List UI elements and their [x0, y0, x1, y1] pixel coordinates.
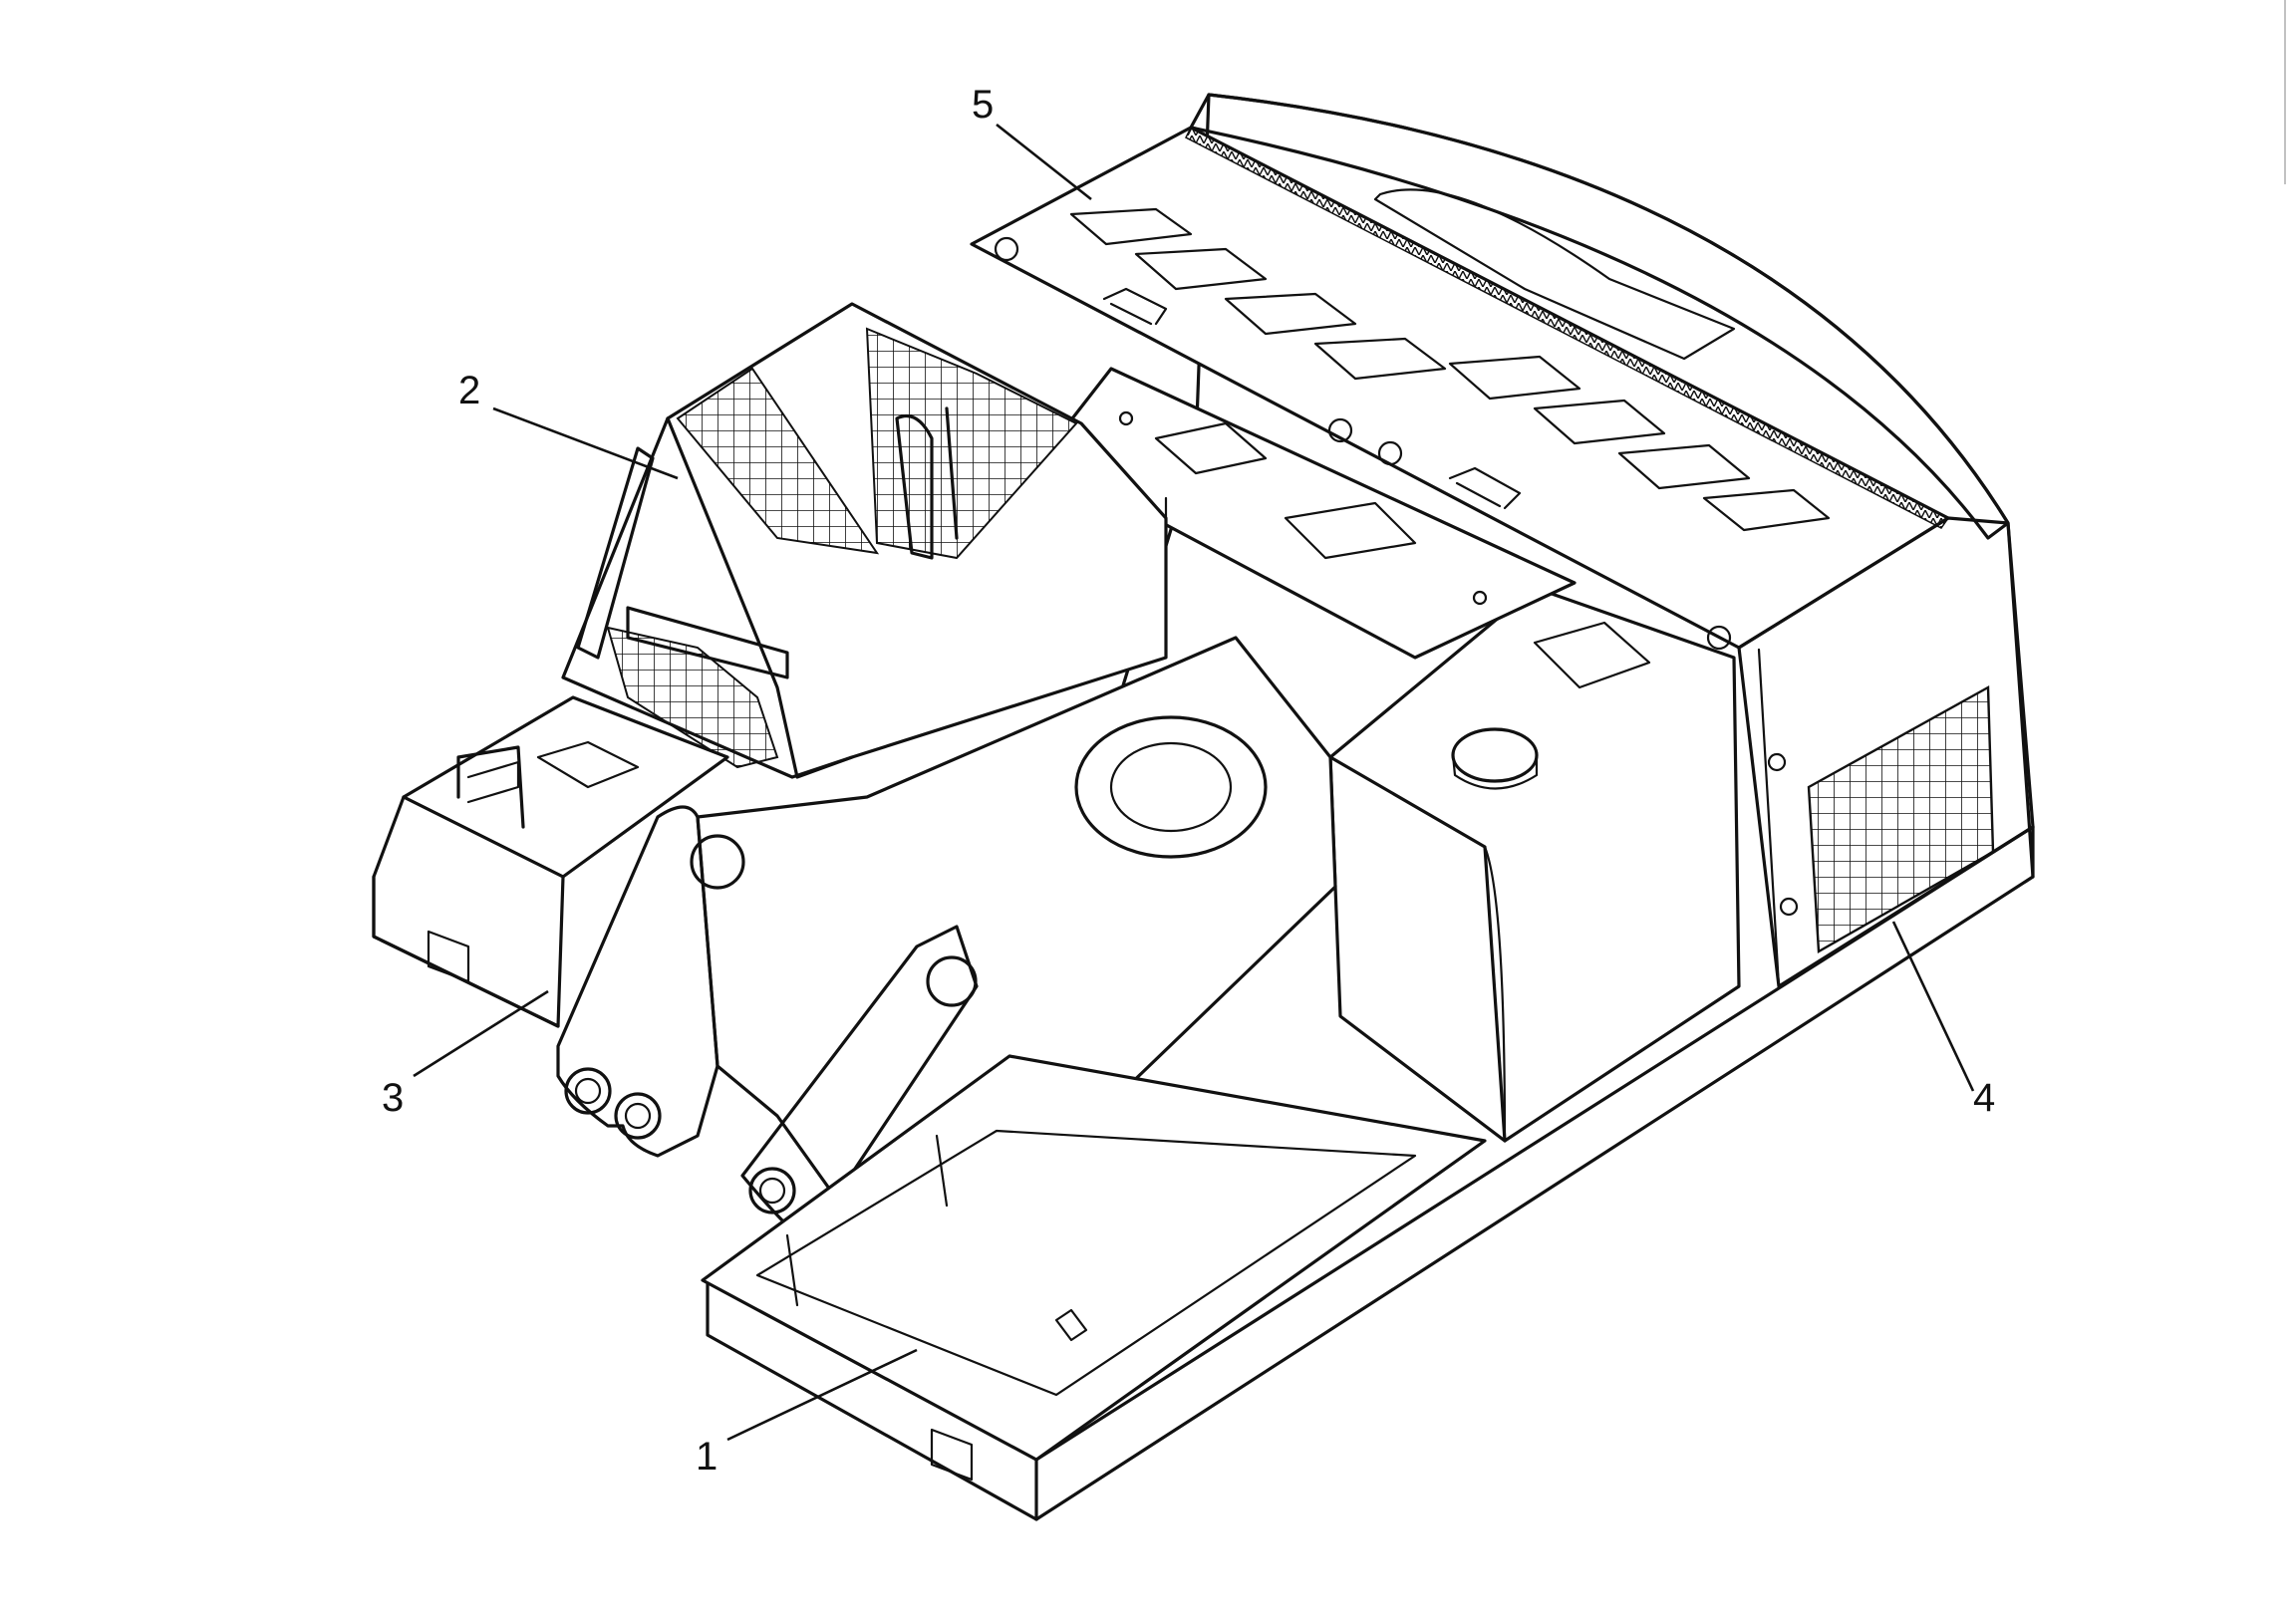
callout-4: 4 — [1973, 1076, 1995, 1120]
boom-mount-frame — [556, 636, 1337, 1257]
battery-box — [372, 695, 729, 1028]
callout-3: 3 — [382, 1076, 404, 1120]
hydraulic-tank — [1328, 586, 1741, 1143]
side-grille-panel — [1737, 516, 2035, 988]
callout-1: 1 — [696, 1435, 718, 1479]
step-cover — [561, 302, 1168, 779]
engine-hood — [970, 93, 2010, 651]
callout-labels: 5 2 3 4 1 — [382, 83, 1995, 1479]
callout-2: 2 — [458, 369, 480, 412]
callout-5: 5 — [972, 83, 994, 127]
leader-lines — [413, 123, 1975, 1442]
